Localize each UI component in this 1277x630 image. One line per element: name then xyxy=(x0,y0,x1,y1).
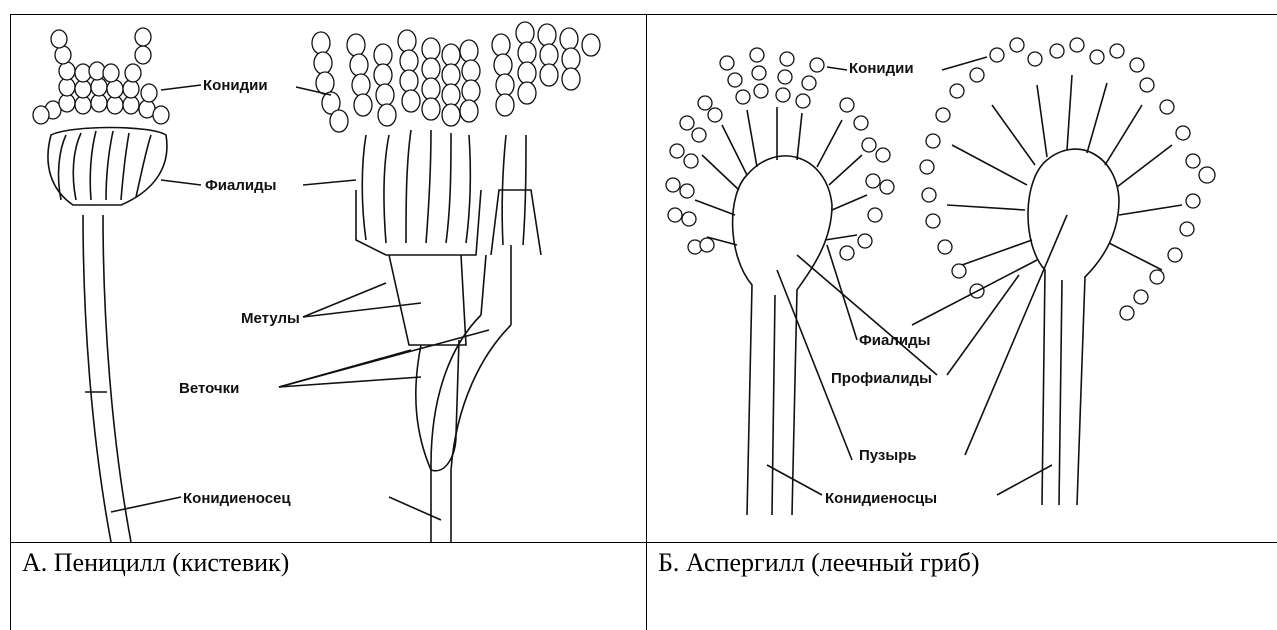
aspergillus-illustration: Конидии Фиалиды Профиалиды Пузырь Кониди… xyxy=(647,15,1277,542)
label-branches: Веточки xyxy=(179,380,239,397)
label-conidiophore: Конидиеносец xyxy=(183,490,291,507)
label-phialides-right: Фиалиды xyxy=(859,332,930,349)
label-conidiophores: Конидиеносцы xyxy=(825,490,937,507)
caption-penicillium: А. Пеницилл (кистевик) xyxy=(22,548,289,578)
label-conidia-left: Конидии xyxy=(203,77,268,94)
label-conidia-right: Конидии xyxy=(849,60,914,77)
label-vesicle: Пузырь xyxy=(859,447,917,464)
caption-aspergillus: Б. Аспергилл (леечный гриб) xyxy=(658,548,979,578)
aspergillus-drawing: Конидии Фиалиды Профиалиды Пузырь Кониди… xyxy=(647,15,1277,542)
penicillium-drawing: Конидии Фиалиды Метулы Веточки Конидиено… xyxy=(11,15,646,542)
penicillium-illustration: Конидии Фиалиды Метулы Веточки Конидиено… xyxy=(11,15,646,542)
table-mid-border xyxy=(10,542,1277,543)
label-phialides-left: Фиалиды xyxy=(205,177,276,194)
label-prophialides: Профиалиды xyxy=(831,370,932,387)
label-metulae: Метулы xyxy=(241,310,300,327)
